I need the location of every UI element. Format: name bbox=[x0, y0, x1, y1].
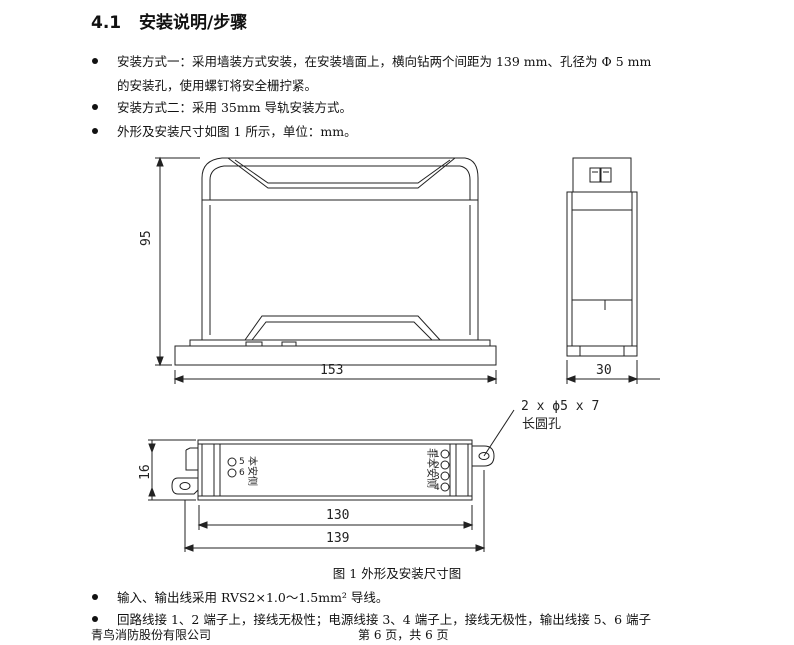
hole-note-size: 2 x ϕ5 x 7 bbox=[521, 399, 599, 414]
front-dimensions bbox=[155, 156, 498, 384]
dim-depth-label: 30 bbox=[596, 363, 612, 378]
section-heading: 4.1 安装说明/步骤 bbox=[91, 8, 247, 33]
footer-company: 青鸟消防股份有限公司 bbox=[91, 626, 212, 643]
terminal-num-4: 4 bbox=[434, 483, 440, 493]
bullet-dot bbox=[92, 104, 98, 110]
terminal-num-5: 5 bbox=[239, 457, 245, 467]
bullet-1-line-1: 安装方式一：采用墙装方式安装，在安装墙面上，横向钻两个间距为 139 mm、孔径… bbox=[117, 54, 652, 69]
terminal-num-1: 1 bbox=[434, 450, 440, 460]
dim-rail-label: 16 bbox=[138, 464, 153, 480]
bullet-dot bbox=[92, 128, 98, 134]
bullet-1-line-2: 的安装孔，使用螺钉将安全栅拧紧。 bbox=[117, 78, 318, 93]
top-dimensions bbox=[148, 439, 486, 552]
bullet-dot bbox=[92, 594, 98, 600]
section-title: 安装说明/步骤 bbox=[139, 13, 248, 33]
bullet-dot bbox=[92, 58, 98, 64]
dim-hole-span-label: 139 bbox=[326, 531, 349, 546]
side-dimensions bbox=[565, 360, 660, 384]
left-terminal-label: 本安侧 bbox=[246, 456, 259, 486]
terminal-num-3: 3 bbox=[434, 472, 440, 482]
dim-hole-inner-label: 130 bbox=[326, 508, 349, 523]
bullet-2-text: 安装方式二：采用 35mm 导轨安装方式。 bbox=[117, 100, 353, 115]
bottom-bullet-2: 回路线接 1、2 端子上，接线无极性；电源线接 3、4 端子上，接线无极性，输出… bbox=[117, 612, 652, 627]
dim-height-label: 95 bbox=[139, 230, 154, 246]
dim-front-width-label: 153 bbox=[320, 363, 343, 378]
bullet-3-text: 外形及安装尺寸如图 1 所示，单位：mm。 bbox=[117, 124, 357, 139]
side-view bbox=[566, 157, 638, 357]
bullet-dot bbox=[92, 616, 98, 622]
bottom-bullet-1: 输入、输出线采用 RVS2×1.0～1.5mm² 导线。 bbox=[117, 590, 389, 605]
terminal-num-2: 2 bbox=[434, 461, 440, 471]
hole-note-type: 长圆孔 bbox=[522, 417, 561, 432]
front-view bbox=[174, 157, 497, 366]
figure-caption: 图 1 外形及安装尺寸图 bbox=[332, 566, 462, 581]
footer-page-number: 第 6 页，共 6 页 bbox=[358, 626, 449, 643]
section-number: 4.1 bbox=[91, 13, 122, 33]
terminal-num-6: 6 bbox=[239, 468, 245, 478]
top-view bbox=[171, 409, 515, 501]
right-terminal-label: 非本安侧 bbox=[425, 448, 438, 488]
